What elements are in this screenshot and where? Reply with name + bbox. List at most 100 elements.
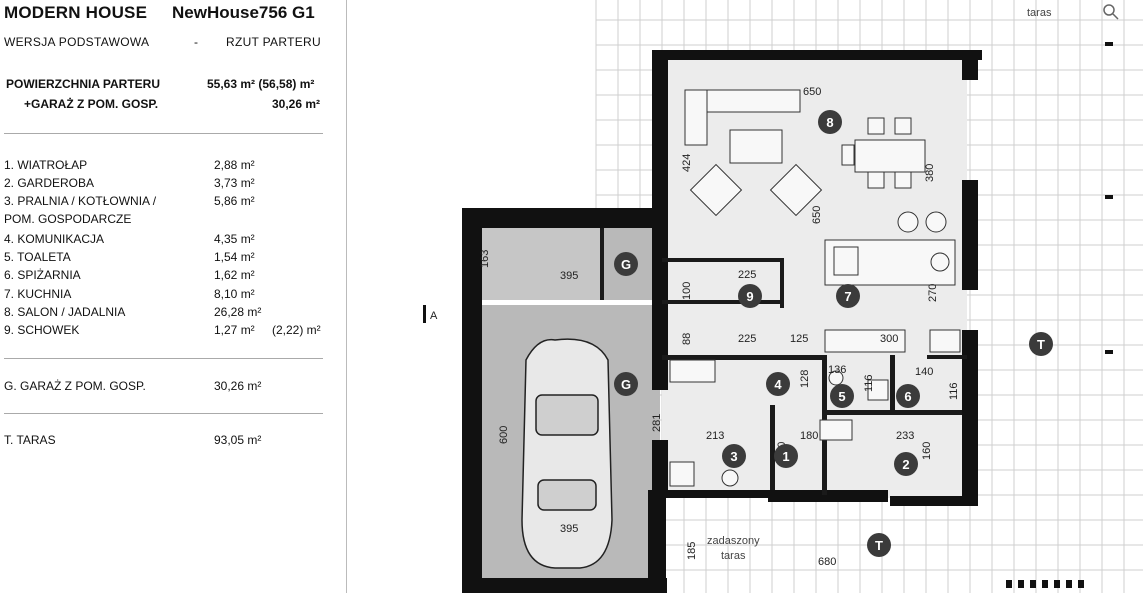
dim-label: 650: [811, 206, 823, 224]
terrace-top-label: taras: [1027, 7, 1052, 19]
dim-label: 225: [738, 333, 756, 345]
room-name: 6. SPIŻARNIA: [4, 268, 81, 282]
divider-line: [4, 358, 323, 359]
room-name: 8. SALON / JADALNIA: [4, 305, 126, 319]
room-marker: 1: [774, 444, 798, 468]
divider-line: [4, 413, 323, 414]
car-icon: [521, 338, 613, 569]
dim-label: 600: [498, 426, 510, 444]
room-marker: 4: [766, 372, 790, 396]
room-marker: T: [867, 533, 891, 557]
room-marker: 5: [830, 384, 854, 408]
window-marks: [1006, 42, 1113, 588]
room-name: 2. GARDEROBA: [4, 176, 95, 190]
dim-label: 128: [799, 370, 811, 388]
dimensions: 650 424 380 650 163 395 225 100 88 225 1…: [479, 86, 960, 568]
svg-text:7: 7: [844, 289, 851, 304]
room-area-extra: (2,22) m²: [272, 323, 321, 337]
dim-label: 281: [651, 414, 663, 432]
svg-text:8: 8: [826, 115, 833, 130]
garage-area-label: +GARAŻ Z POM. GOSP.: [24, 97, 159, 111]
dim-label: 213: [706, 430, 724, 442]
room-marker: G: [614, 372, 638, 396]
terrace-row-name: T. TARAS: [4, 433, 56, 447]
svg-text:G: G: [621, 257, 631, 272]
room-area: 8,10 m²: [214, 287, 255, 301]
dim-label: 163: [479, 250, 491, 268]
svg-text:4: 4: [774, 377, 782, 392]
ground-area-label: POWIERZCHNIA PARTERU: [6, 77, 160, 91]
room-marker: 8: [818, 110, 842, 134]
room-area: 1,27 m²: [214, 323, 255, 337]
dim-label: 225: [738, 269, 756, 281]
room-marker: T: [1029, 332, 1053, 356]
room-area: 1,54 m²: [214, 250, 255, 264]
room-area: 2,88 m²: [214, 158, 255, 172]
dim-label: 180: [800, 430, 818, 442]
room-area: 26,28 m²: [214, 305, 262, 319]
room-name: 5. TOALETA: [4, 250, 71, 264]
room-marker: G: [614, 252, 638, 276]
dim-label: 424: [681, 154, 693, 172]
svg-text:6: 6: [904, 389, 911, 404]
dim-label: 270: [927, 284, 939, 302]
dim-label: 680: [818, 556, 836, 568]
garage-row-area: 30,26 m²: [214, 379, 262, 393]
dim-label: 116: [863, 374, 875, 392]
panel-divider: [346, 0, 347, 593]
room-area: 4,35 m²: [214, 232, 255, 246]
garage-row-name: G. GARAŻ Z POM. GOSP.: [4, 379, 146, 393]
room-name: 1. WIATROŁAP: [4, 158, 88, 172]
dim-label: 395: [560, 523, 578, 535]
room-name: POM. GOSPODARCZE: [4, 212, 132, 226]
dim-label: 160: [921, 442, 933, 460]
room-marker: 3: [722, 444, 746, 468]
room-marker: 7: [836, 284, 860, 308]
furniture: [669, 89, 961, 487]
section-mark: A: [430, 310, 438, 322]
covered-terrace-label: zadaszony: [707, 535, 760, 547]
garage-area-value: 30,26 m²: [272, 97, 321, 111]
svg-text:3: 3: [730, 449, 737, 464]
dim-label: 88: [681, 333, 693, 345]
room-area: 1,62 m²: [214, 268, 255, 282]
room-name: 3. PRALNIA / KOTŁOWNIA /: [4, 194, 157, 208]
version-label: WERSJA PODSTAWOWA: [4, 35, 150, 49]
room-marker: 2: [894, 452, 918, 476]
dim-label: 300: [880, 333, 898, 345]
dim-label: 140: [915, 366, 933, 378]
svg-text:T: T: [875, 538, 883, 553]
dim-label: 100: [681, 282, 693, 300]
terrace-row-area: 93,05 m²: [214, 433, 262, 447]
room-area: 5,86 m²: [214, 194, 255, 208]
svg-text:T: T: [1037, 337, 1045, 352]
model-name: MODERN HOUSE: [4, 3, 148, 22]
view-label: RZUT PARTERU: [226, 35, 321, 49]
dim-label: 380: [924, 164, 936, 182]
svg-text:1: 1: [782, 449, 789, 464]
floor-plan: 650 424 380 650 163 395 225 100 88 225 1…: [423, 0, 1143, 593]
svg-text:2: 2: [902, 457, 909, 472]
room-area: 3,73 m²: [214, 176, 255, 190]
room-markers: 8 G 9 7 G 4 5 6 3 1 2 T T: [614, 110, 1053, 557]
project-code: NewHouse756 G1: [172, 3, 315, 22]
dim-label: 125: [790, 333, 808, 345]
room-name: 4. KOMUNIKACJA: [4, 232, 105, 246]
covered-terrace-label: taras: [721, 550, 746, 562]
dim-label: 185: [686, 542, 698, 560]
dim-label: 116: [948, 382, 960, 400]
dim-label: 136: [828, 364, 846, 376]
ground-area-value: 55,63 m² (56,58) m²: [207, 77, 315, 91]
room-marker: 9: [738, 284, 762, 308]
magnifier-icon: [1103, 4, 1119, 20]
svg-text:G: G: [621, 377, 631, 392]
dim-label: 650: [803, 86, 821, 98]
walls: [462, 50, 982, 593]
info-panel: MODERN HOUSE NewHouse756 G1 WERSJA PODST…: [0, 0, 330, 593]
dim-label: 233: [896, 430, 914, 442]
dim-label: 395: [560, 270, 578, 282]
room-name: 9. SCHOWEK: [4, 323, 80, 337]
svg-text:5: 5: [838, 389, 845, 404]
svg-text:9: 9: [746, 289, 753, 304]
dash-separator: -: [194, 35, 199, 49]
